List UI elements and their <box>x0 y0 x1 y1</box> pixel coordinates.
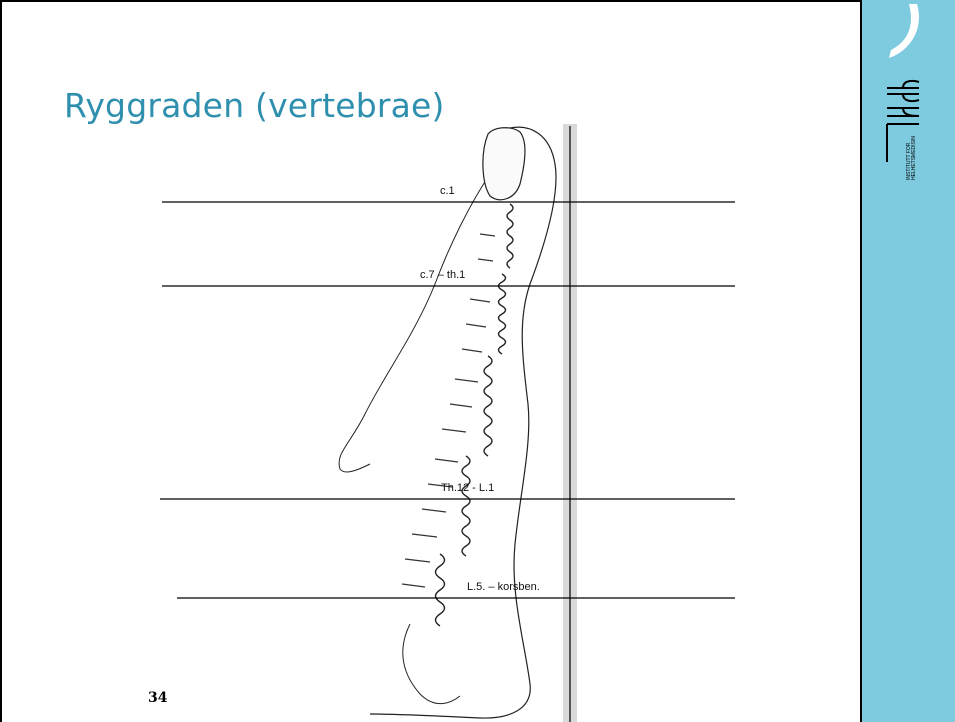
logo-text: INSTITUTT FOR HELHETSMEDISIN <box>907 136 917 180</box>
spinal-column <box>436 204 514 626</box>
level-label-c1: c.1 <box>440 185 455 197</box>
spine-illustration <box>150 124 750 722</box>
level-label-c7-th1: c.7 – th.1 <box>420 269 465 281</box>
level-label-l5-sacrum: L.5. – korsben. <box>467 581 540 593</box>
level-label-th12-l1: Th.12 - L.1 <box>441 482 494 494</box>
body-outline <box>370 127 556 718</box>
skull-outline <box>483 128 525 200</box>
logo-text-line2: HELHETSMEDISIN <box>912 136 917 180</box>
page-number: 34 <box>148 690 167 706</box>
spinous-processes <box>402 234 495 587</box>
logo-swoosh <box>889 4 919 58</box>
back-outline <box>339 174 490 472</box>
slide-title: Ryggraden (vertebrae) <box>64 86 445 125</box>
sacrum-outline <box>403 624 460 704</box>
